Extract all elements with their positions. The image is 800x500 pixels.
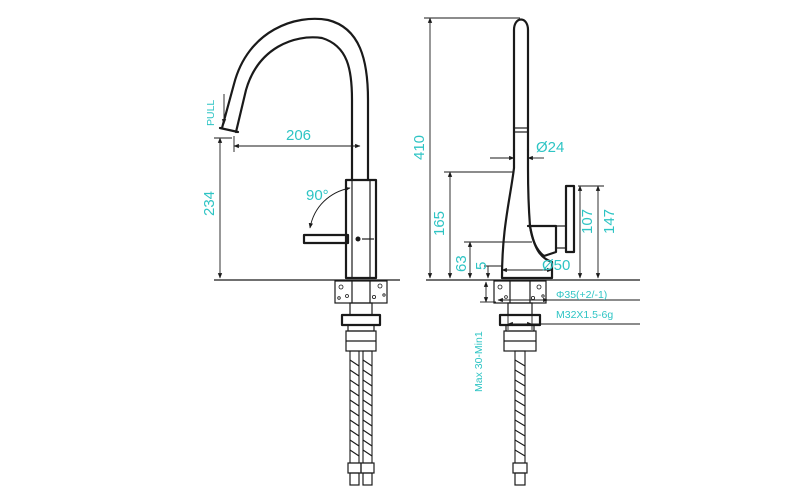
logo-mark: [355, 236, 361, 242]
body-side: [500, 148, 554, 280]
lever-knob: [564, 184, 576, 254]
handle-height-1-dimension: 107: [579, 209, 596, 234]
handle: [302, 233, 350, 245]
base-offset-dimension: 5: [473, 262, 490, 270]
height-dimension: 234: [201, 191, 218, 216]
body: [344, 178, 378, 280]
supply-hoses-side: [512, 350, 528, 486]
angle-label: 90°: [306, 187, 329, 204]
hole-diameter-dimension: Φ35(+2/-1): [556, 289, 607, 301]
thickness-dimension: Max 30-Min1: [473, 331, 485, 392]
supply-hoses: [347, 350, 375, 486]
spout-inner: [234, 36, 354, 182]
pull-label: PULL: [205, 100, 217, 126]
right-view: 410 Ø24 165 63 5 Ø50 107 147 Max 30-Min1: [411, 17, 640, 486]
spout-diameter-dimension: Ø24: [536, 139, 564, 156]
lever-side: [526, 224, 558, 258]
angle-arc: [308, 186, 351, 229]
base-height-dimension: 63: [453, 255, 470, 272]
total-height-dimension: 410: [411, 135, 428, 160]
left-view: 90° 206: [201, 17, 400, 486]
thread-dimension: M32X1.5-6g: [556, 309, 613, 321]
handle-height-2-dimension: 147: [601, 209, 618, 234]
mounting-nut: [340, 313, 382, 327]
reach-dimension: 206: [286, 127, 311, 144]
spout-side: [512, 18, 530, 152]
body-height-dimension: 165: [431, 211, 448, 236]
spout-outer: [220, 17, 370, 182]
base-diameter-dimension: Ø50: [542, 257, 570, 274]
spray-head: [218, 126, 240, 134]
